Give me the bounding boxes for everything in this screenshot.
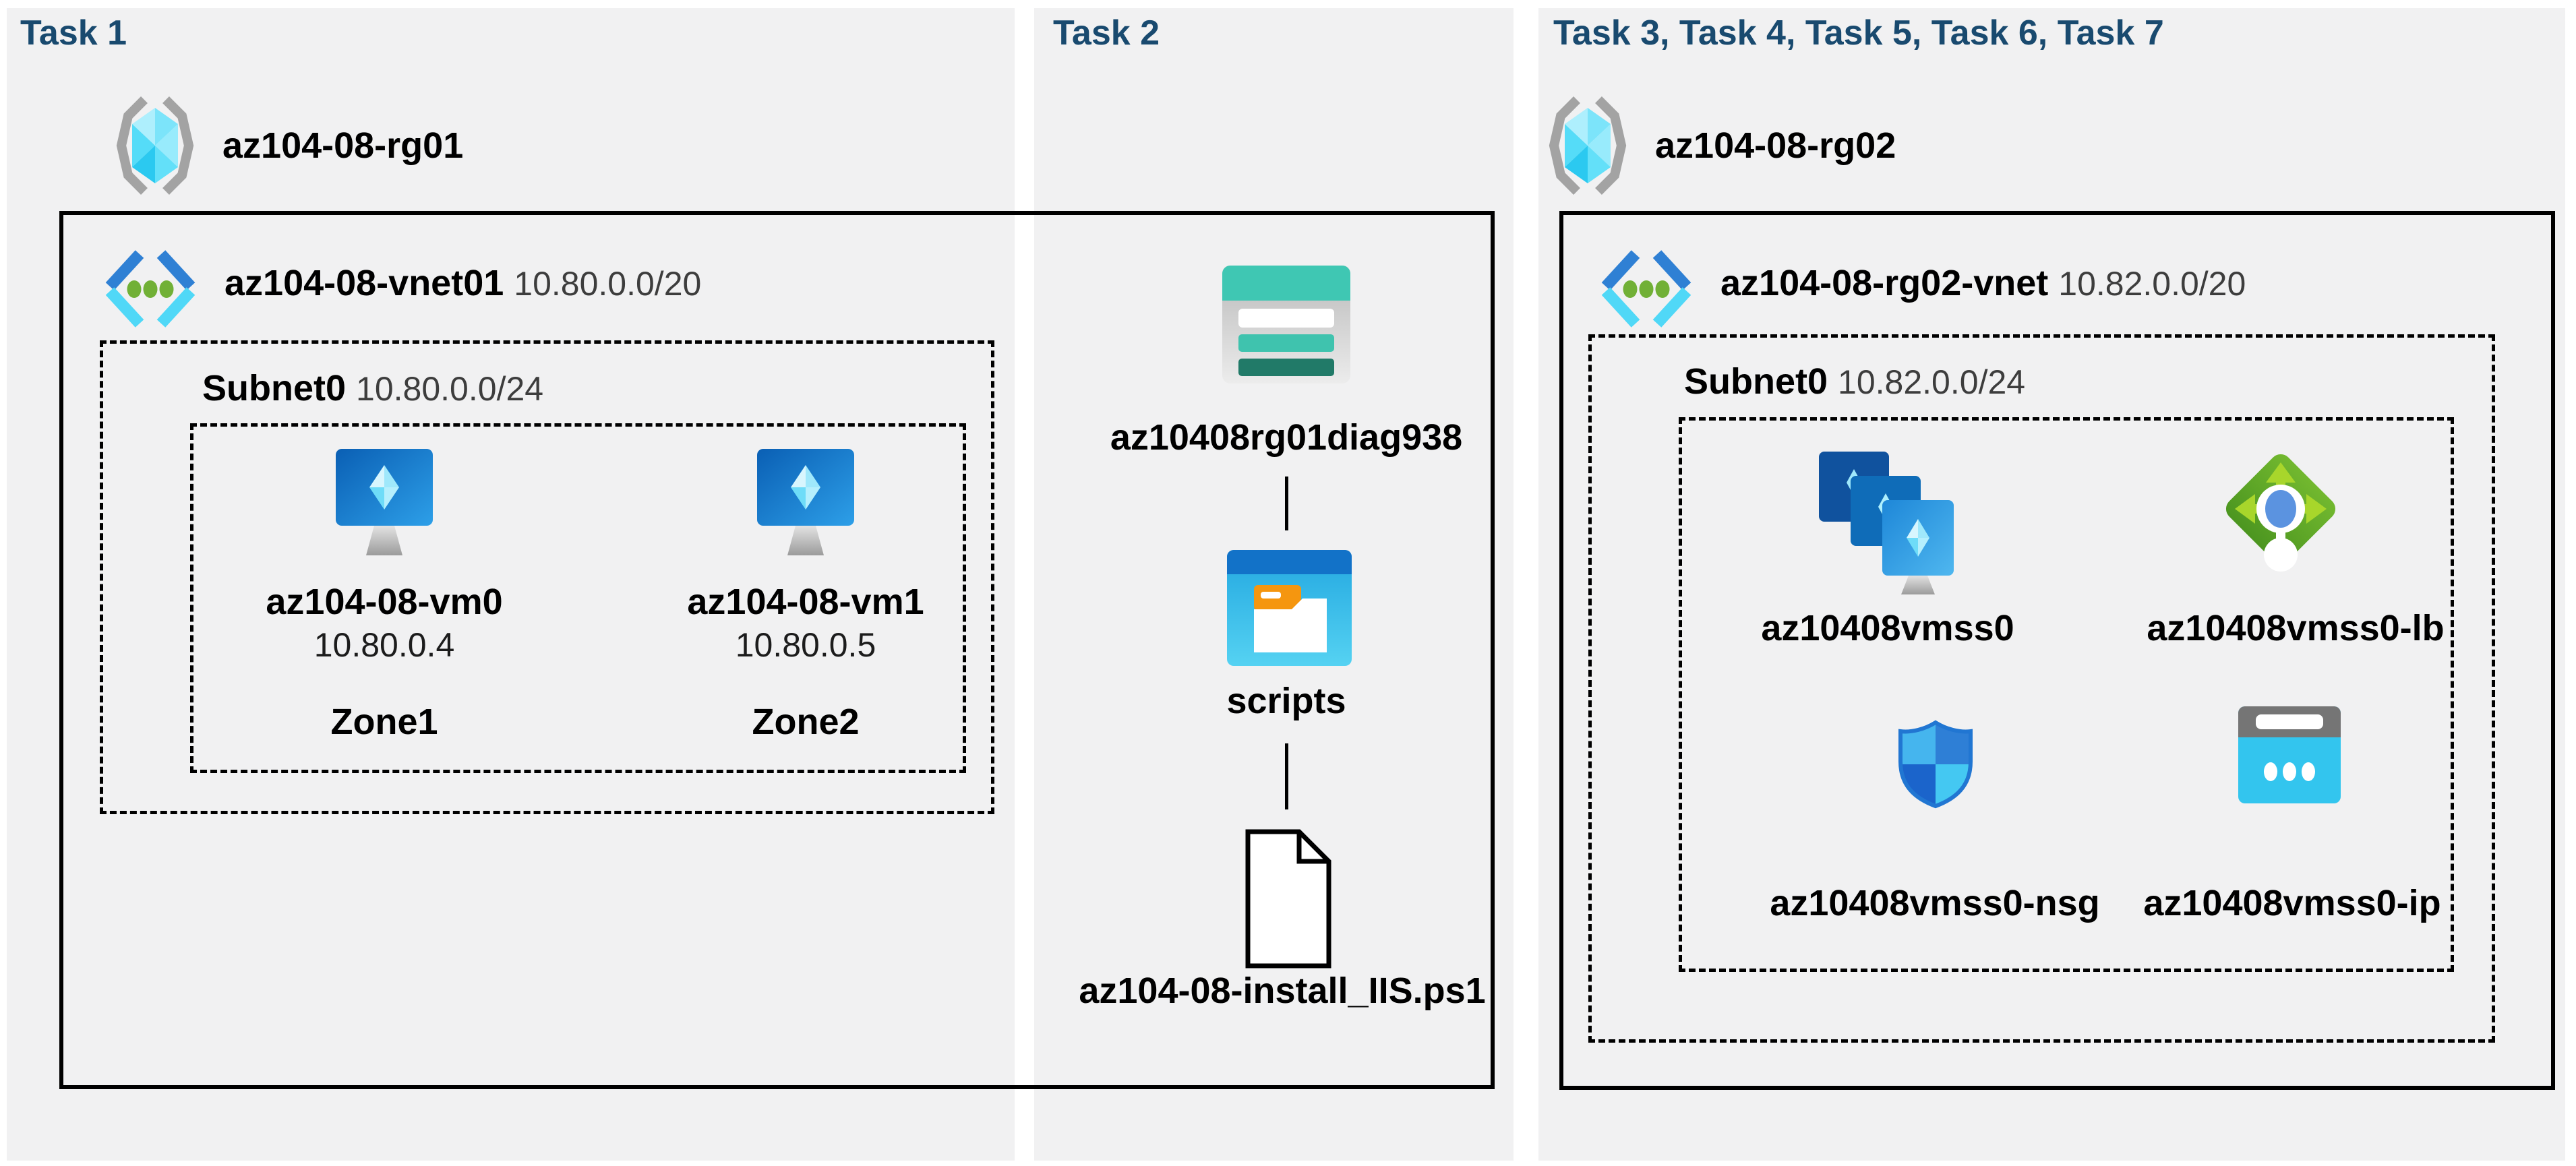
subnet-cidr: 10.82.0.0/24 <box>1838 363 2026 401</box>
vm0-zone: Zone1 <box>330 702 438 742</box>
task3-heading: Task 3, Task 4, Task 5, Task 6, Task 7 <box>1553 13 2164 53</box>
task3-subnet-label: Subnet0 10.82.0.0/24 <box>1684 361 2025 402</box>
task1-resource-group-label: az104-08-rg01 <box>222 125 464 166</box>
load-balancer-label: az10408vmss0-lb <box>2147 608 2445 648</box>
vm1-name: az104-08-vm1 <box>687 582 924 622</box>
task1-subnet-box <box>100 340 994 814</box>
vm1-zone: Zone2 <box>752 702 860 742</box>
nsg-icon <box>1898 720 1973 809</box>
subnet-cidr: 10.80.0.0/24 <box>356 370 544 408</box>
virtual-machine-icon <box>336 449 433 561</box>
container-label: scripts <box>1226 681 1346 721</box>
connector-line <box>1285 477 1288 530</box>
subnet-name: Subnet0 <box>202 368 347 408</box>
script-file-icon <box>1245 829 1331 969</box>
blob-container-icon <box>1227 550 1352 666</box>
task2-heading: Task 2 <box>1053 13 1160 53</box>
virtual-machine-icon <box>757 449 854 561</box>
vm0-ip: 10.80.0.4 <box>313 626 455 664</box>
virtual-network-icon <box>100 249 200 330</box>
resource-group-icon <box>1549 96 1627 195</box>
vnet-name: az104-08-rg02-vnet <box>1720 263 2049 303</box>
virtual-network-icon <box>1596 249 1696 330</box>
task1-subnet-label: Subnet0 10.80.0.0/24 <box>202 367 543 409</box>
vmss-label: az10408vmss0 <box>1761 608 2014 648</box>
task3-vnet-label: az104-08-rg02-vnet 10.82.0.0/20 <box>1720 262 2246 304</box>
task3-resources-box <box>1679 417 2454 972</box>
public-ip-icon <box>2238 706 2341 803</box>
storage-account-label: az10408rg01diag938 <box>1110 417 1463 458</box>
rg02-vnet-boundary-box <box>1559 211 2555 1090</box>
resource-group-icon <box>116 96 194 195</box>
task1-vnet-label: az104-08-vnet01 10.80.0.0/20 <box>224 262 701 304</box>
vm0-name: az104-08-vm0 <box>266 582 503 622</box>
task1-vm-zone-box <box>190 423 966 773</box>
task1-heading: Task 1 <box>20 13 127 53</box>
load-balancer-icon <box>2220 445 2341 586</box>
vnet-cidr: 10.80.0.0/20 <box>514 265 702 303</box>
vnet-cidr: 10.82.0.0/20 <box>2058 265 2246 303</box>
vm1-ip: 10.80.0.5 <box>735 626 876 664</box>
public-ip-label: az10408vmss0-ip <box>2143 883 2441 923</box>
script-file-label: az104-08-install_IIS.ps1 <box>1079 971 1486 1011</box>
task3-resource-group-label: az104-08-rg02 <box>1655 125 1896 166</box>
connector-line <box>1285 743 1288 809</box>
subnet-name: Subnet0 <box>1684 361 1828 402</box>
vnet01-boundary-box <box>59 211 1495 1089</box>
vnet-name: az104-08-vnet01 <box>224 263 504 303</box>
task3-subnet-box <box>1588 334 2495 1043</box>
vmss-icon <box>1819 452 1954 596</box>
storage-account-icon <box>1222 266 1350 383</box>
task1-panel <box>7 8 1015 1161</box>
nsg-label: az10408vmss0-nsg <box>1770 883 2100 923</box>
